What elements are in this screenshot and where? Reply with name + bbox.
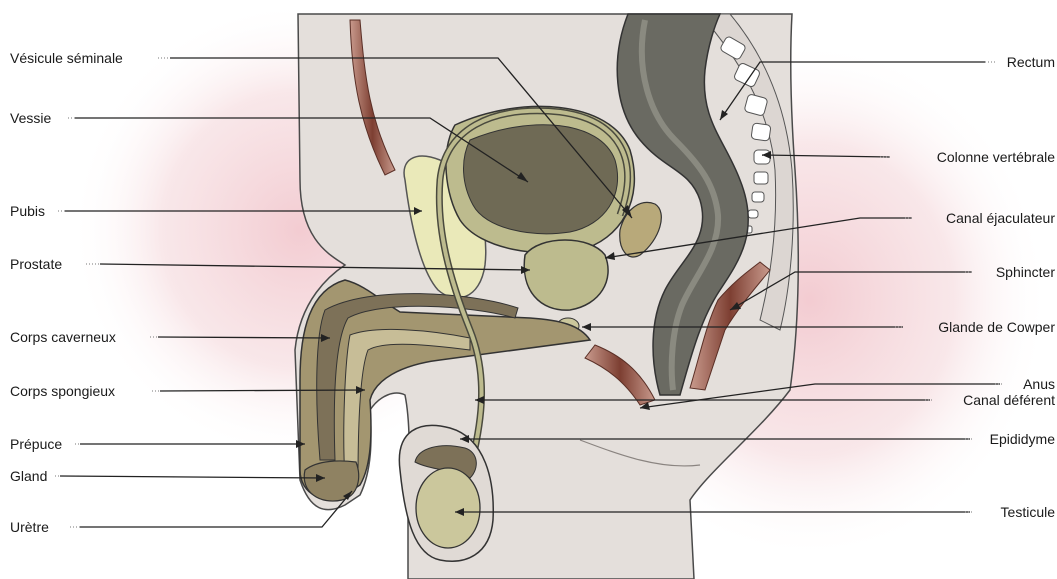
label-corps-spongieux: Corps spongieux [10, 383, 115, 399]
label-canal-ejaculateur: Canal éjaculateur [946, 210, 1055, 226]
label-vesicule-seminale: Vésicule séminale [10, 50, 123, 66]
label-glande-de-cowper: Glande de Cowper [938, 319, 1055, 335]
label-sphincter: Sphincter [996, 264, 1055, 280]
label-epididyme: Epididyme [990, 431, 1055, 447]
label-colonne-vertebrale: Colonne vertébrale [937, 149, 1055, 165]
bladder-inner [464, 125, 618, 234]
label-uretre: Urètre [10, 519, 49, 535]
label-corps-caverneux: Corps caverneux [10, 329, 116, 345]
label-testicule: Testicule [1001, 504, 1055, 520]
label-prostate: Prostate [10, 256, 62, 272]
label-vessie: Vessie [10, 110, 51, 126]
label-anus: Anus [1023, 376, 1055, 392]
testicle-shape [416, 468, 480, 548]
label-pubis: Pubis [10, 203, 45, 219]
label-rectum: Rectum [1007, 54, 1055, 70]
glans-shape [304, 461, 358, 501]
label-gland: Gland [10, 468, 47, 484]
label-prepuce: Prépuce [10, 436, 62, 452]
label-canal-deferent: Canal déférent [963, 392, 1055, 408]
